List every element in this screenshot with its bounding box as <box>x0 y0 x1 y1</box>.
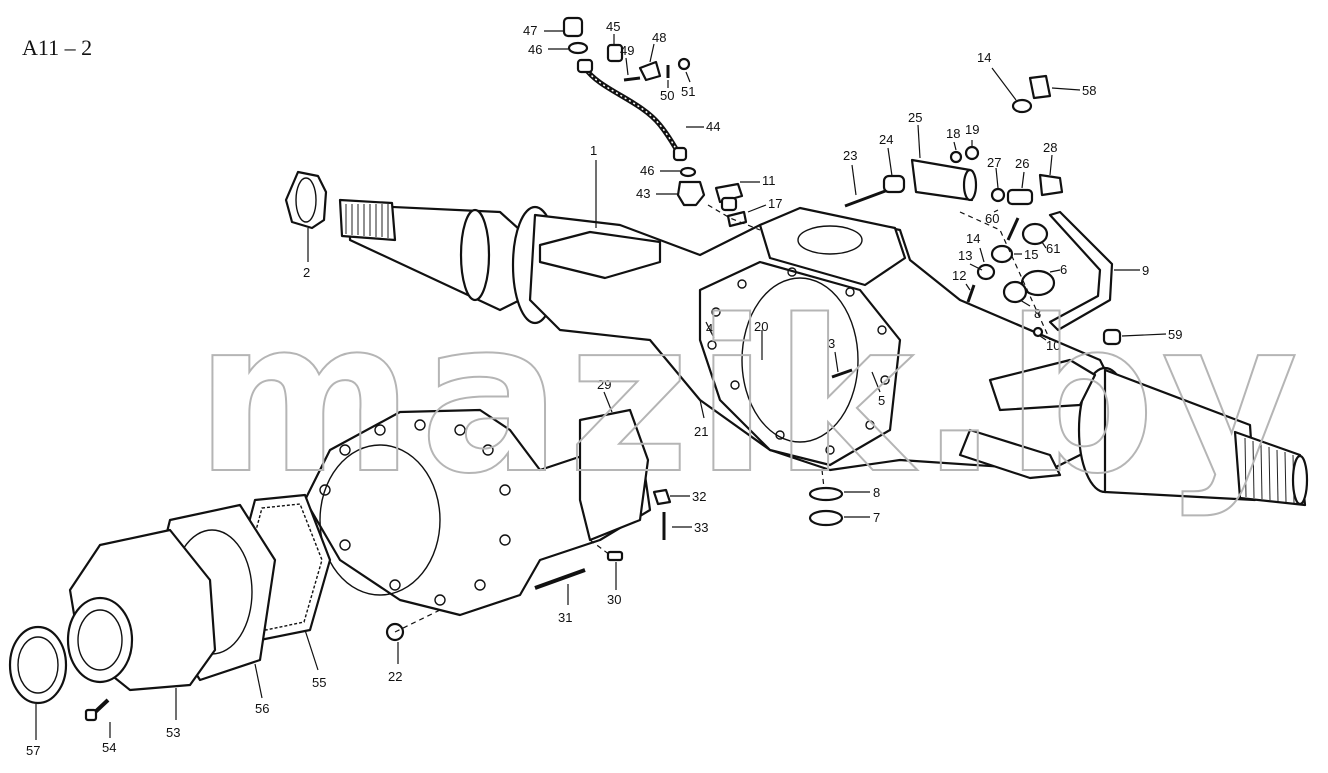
label-part-48: 48 <box>652 30 666 45</box>
label-part-58: 58 <box>1082 83 1096 98</box>
label-part-25: 25 <box>908 110 922 125</box>
label-part-59: 59 <box>1168 327 1182 342</box>
differential-housing-part-29 <box>303 408 652 617</box>
nut-part-51 <box>677 57 691 71</box>
label-part-47: 47 <box>523 23 537 38</box>
label-part-15: 15 <box>1024 247 1038 262</box>
label-part-4: 4 <box>706 321 713 336</box>
plug-part-58 <box>1028 74 1052 100</box>
bushing-part-15 <box>990 244 1014 264</box>
ring-nut-part-2 <box>284 170 328 230</box>
label-part-57: 57 <box>26 743 40 758</box>
ring-part-27 <box>990 187 1006 203</box>
label-part-51: 51 <box>681 84 695 99</box>
stud-part-3 <box>831 368 853 379</box>
bolt-part-54 <box>84 698 110 722</box>
label-part-46-mid: 46 <box>640 163 654 178</box>
seal-part-57 <box>8 625 68 705</box>
bolt-part-49 <box>623 76 641 82</box>
label-part-32: 32 <box>692 489 706 504</box>
label-part-22: 22 <box>388 669 402 684</box>
part-labels: 1 2 3 4 5 6 7 8 8 9 10 11 12 13 14 14 15 <box>26 19 1182 758</box>
label-part-30: 30 <box>607 592 621 607</box>
nut-part-10 <box>1032 326 1044 338</box>
label-part-14: 14 <box>966 231 980 246</box>
label-part-8-top: 8 <box>1034 306 1041 321</box>
pin-part-12 <box>966 284 976 303</box>
label-part-11: 11 <box>762 173 776 188</box>
fitting-part-28 <box>1038 173 1064 197</box>
bushing-part-24 <box>882 174 906 194</box>
label-part-33: 33 <box>694 520 708 535</box>
cap-part-59 <box>1102 328 1122 346</box>
axle-housing <box>338 198 1309 507</box>
label-part-55: 55 <box>312 675 326 690</box>
label-part-56: 56 <box>255 701 269 716</box>
label-part-9: 9 <box>1142 263 1149 278</box>
label-part-54: 54 <box>102 740 116 755</box>
nut-part-19 <box>964 145 980 161</box>
ring-part-8 <box>808 486 844 502</box>
clip-part-48 <box>638 60 662 82</box>
label-part-46-top: 46 <box>528 42 542 57</box>
pin-part-30 <box>606 550 624 562</box>
rod-part-23 <box>844 188 889 208</box>
seal-part-14-top <box>1011 98 1033 114</box>
label-part-44: 44 <box>706 119 720 134</box>
label-part-20: 20 <box>754 319 768 334</box>
nut-part-7 <box>808 509 844 527</box>
label-part-45: 45 <box>606 19 620 34</box>
label-part-8: 8 <box>873 485 880 500</box>
ring-part-8-top <box>1002 280 1028 304</box>
plug-part-32 <box>652 488 672 506</box>
label-part-53: 53 <box>166 725 180 740</box>
rod-part-31 <box>534 568 586 590</box>
label-part-29: 29 <box>597 377 611 392</box>
plug-part-26 <box>1006 188 1034 206</box>
sheet-code: A11 – 2 <box>22 35 92 60</box>
label-part-3: 3 <box>828 336 835 351</box>
sleeve-part-45 <box>606 43 624 63</box>
cap-part-11 <box>714 182 744 212</box>
label-part-26: 26 <box>1015 156 1029 171</box>
breather-hose-part-44 <box>576 58 688 162</box>
label-part-6: 6 <box>1060 262 1067 277</box>
lever-part-9 <box>1048 210 1114 332</box>
washer-part-46-top <box>567 41 589 55</box>
label-part-27: 27 <box>987 155 1001 170</box>
label-part-2: 2 <box>303 265 310 280</box>
washer-part-46-mid <box>679 166 697 178</box>
label-part-28: 28 <box>1043 140 1057 155</box>
label-part-24: 24 <box>879 132 893 147</box>
label-part-13: 13 <box>958 248 972 263</box>
label-part-7: 7 <box>873 510 880 525</box>
nut-part-18 <box>949 150 963 164</box>
pin-part-60 <box>1006 217 1020 241</box>
label-part-60: 60 <box>985 211 999 226</box>
label-part-43: 43 <box>636 186 650 201</box>
label-part-17: 17 <box>768 196 782 211</box>
cover-part-53 <box>66 528 217 692</box>
seal-part-14 <box>976 263 996 281</box>
watermark: mazik.by <box>195 275 1304 520</box>
label-part-1: 1 <box>590 143 597 158</box>
assembly-lines <box>394 204 1051 633</box>
label-part-19: 19 <box>965 122 979 137</box>
label-part-31: 31 <box>558 610 572 625</box>
fitting-part-47 <box>562 16 584 38</box>
cylinder-part-25 <box>910 158 978 202</box>
label-part-50: 50 <box>660 88 674 103</box>
breather-part-43 <box>676 180 706 207</box>
bushing-part-61 <box>1021 222 1049 246</box>
label-part-10: 10 <box>1046 338 1060 353</box>
label-part-14-top: 14 <box>977 50 991 65</box>
label-part-61: 61 <box>1046 241 1060 256</box>
label-part-5: 5 <box>878 393 885 408</box>
label-part-49: 49 <box>620 43 634 58</box>
label-part-21: 21 <box>694 424 708 439</box>
label-part-12: 12 <box>952 268 966 283</box>
label-part-23: 23 <box>843 148 857 163</box>
label-part-18: 18 <box>946 126 960 141</box>
